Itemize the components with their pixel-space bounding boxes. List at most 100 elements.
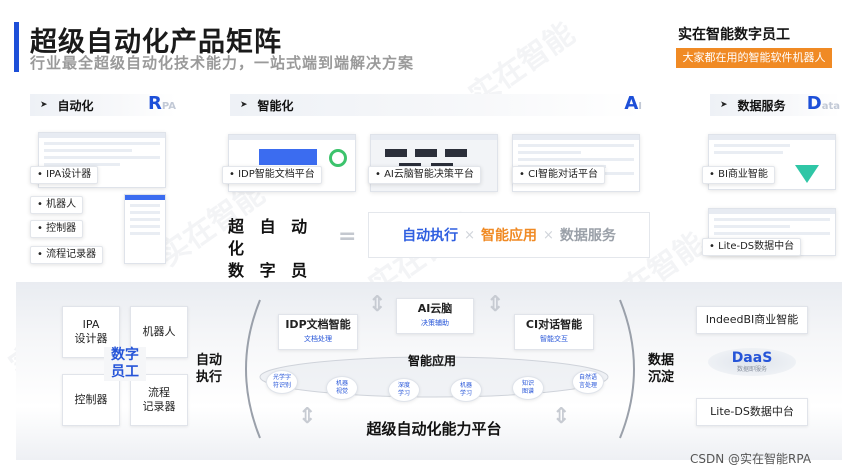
section-data-letter-rest: ata [821,101,840,112]
box-ci: CI对话智能 智能交互 [514,314,594,350]
section-rpa-letter: RPA [148,93,176,114]
tag-recorder-label: 流程记录器 [46,249,97,260]
arrow-right-icon: ➤ [40,100,48,110]
formula-auto-exec: 自动执行 [402,228,459,244]
footer-credit: CSDN @实在智能RPA [690,452,812,466]
right-bracket-curve [619,299,635,439]
tag-liteds-label: Lite-DS数据中台 [718,241,795,252]
section-data: ➤ 数据服务 Data [710,93,840,116]
section-rpa-letter-main: R [147,93,162,114]
title-accent-bar [14,22,19,72]
smart-app-label: 智能应用 [408,354,457,368]
page-subtitle: 行业最全超级自动化技术能力，一站式端到端解决方案 [30,54,415,72]
section-data-letter-main: D [806,93,822,114]
center-line1: 数字 [111,347,139,363]
equals-sign: = [338,224,357,249]
section-rpa: ➤ 自动化 RPA [30,93,176,116]
ai-brain-title: AI云脑 [417,302,453,315]
section-data-letter: Data [807,93,840,114]
data-settle-line1: 数据 [648,353,675,368]
brand-name: 实在智能数字员工 [678,27,790,43]
data-settle-line2: 沉淀 [648,370,675,385]
box-controller-label: 控制器 [74,393,108,406]
auto-exec-line1: 自动 [196,353,223,368]
up-down-arrow-icon: ⇕ [486,292,505,317]
tag-bi: • BI商业智能 [702,166,775,184]
digital-employee-label: 超 自 动 化 数 字 员 工 [228,216,338,304]
bubble-line2: 言处理 [578,382,597,389]
tag-ai-brain-label: AI云脑智能决策平台 [384,169,474,180]
tech-bubble-ml: 机器学习 [450,378,482,402]
ci-title: CI对话智能 [525,318,583,331]
box-recorder: 流程 记录器 [130,374,188,426]
section-ai-label: 智能化 [257,98,294,113]
bubble-line1: 光学字 [272,374,291,381]
section-rpa-label: 自动化 [57,98,94,113]
tag-bi-label: BI商业智能 [718,169,768,180]
ci-caption: 智能交互 [540,335,568,343]
section-data-label: 数据服务 [737,98,786,113]
section-rpa-letter-rest: PA [161,101,176,112]
tag-robot: • 机器人 [30,196,84,214]
bubble-line2: 学习 [397,390,410,397]
digital-employee-line1: 超 自 动 化 [228,217,313,258]
box-recorder-line2: 记录器 [142,400,176,413]
bubble-line1: 知识 [521,380,534,387]
brand-tagline: 大家都在用的智能软件机器人 [676,48,832,68]
tag-ai-brain: • AI云脑智能决策平台 [368,166,481,184]
tag-liteds: • Lite-DS数据中台 [702,238,802,256]
idp-caption: 文档处理 [304,335,332,343]
tag-ci-label: CI智能对话平台 [528,169,599,180]
formula-box: 自动执行 × 智能应用 × 数据服务 [368,212,650,258]
box-controller: 控制器 [62,374,120,426]
up-down-arrow-icon: ⇕ [298,404,317,429]
controller-screenshot [124,194,166,264]
tag-idp: • IDP智能文档平台 [222,166,322,184]
tech-bubble-nlp: 自然语言处理 [572,370,604,394]
center-line2: 员工 [111,364,139,380]
section-ai-letter: AI [624,93,642,114]
box-ipa-line1: IPA [82,318,100,331]
ai-brain-caption: 决策辅助 [421,319,449,327]
box-ipa-line2: 设计器 [74,332,108,345]
arrow-right-icon: ➤ [240,100,248,110]
section-ai: ➤ 智能化 AI [230,93,642,116]
tag-idp-label: IDP智能文档平台 [238,169,315,180]
tag-ipa: • IPA设计器 [30,166,99,184]
auto-exec-label: 自动 执行 [196,352,222,386]
up-down-arrow-icon: ⇕ [552,404,571,429]
box-indeedbi: IndeedBI商业智能 [696,306,808,334]
bubble-line1: 深度 [397,382,410,389]
daas-disc: DaaS 数据即服务 [708,348,796,376]
page-title: 超级自动化产品矩阵 [30,27,282,58]
bubble-line1: 自然语 [578,374,597,381]
box-ai-brain: AI云脑 决策辅助 [396,298,474,334]
box-robot-label: 机器人 [142,325,176,338]
bubble-line1: 机器 [459,382,472,389]
tech-bubble-cv: 机器视觉 [326,376,358,400]
tag-controller-label: 控制器 [46,223,77,234]
daas-caption: 数据即服务 [736,366,767,373]
tag-robot-label: 机器人 [46,199,77,210]
box-idp: IDP文档智能 文档处理 [278,314,358,350]
idp-title: IDP文档智能 [285,318,351,331]
tag-ipa-label: IPA设计器 [46,169,92,180]
tag-controller: • 控制器 [30,220,84,238]
bubble-line2: 符识别 [272,382,291,389]
section-ai-letter-main: A [624,93,639,114]
indeedbi-label: IndeedBI商业智能 [705,313,799,326]
tech-bubble-dl: 深度学习 [388,378,420,402]
arrow-right-icon: ➤ [720,100,728,110]
tech-bubble-ocr: 光学字符识别 [266,370,298,394]
progress-ring [329,149,347,167]
daas-label: DaaS [731,350,773,366]
tag-ci: • CI智能对话平台 [512,166,606,184]
times-icon: × [543,227,554,243]
section-ai-letter-rest: I [638,101,642,112]
liteds-label: Lite-DS数据中台 [710,405,794,418]
platform-title: 超级自动化能力平台 [366,420,502,438]
data-settle-label: 数据 沉淀 [648,352,674,386]
up-down-arrow-icon: ⇕ [368,292,387,317]
box-liteds: Lite-DS数据中台 [696,398,808,426]
bubble-line2: 学习 [459,390,472,397]
